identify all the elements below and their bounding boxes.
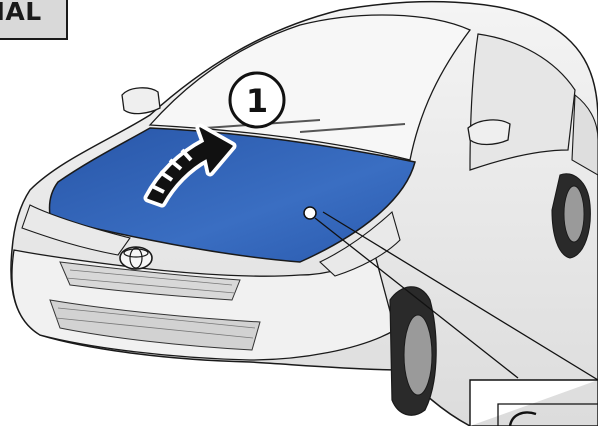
left-headlight [21,204,131,256]
callout-inner-box [497,403,598,426]
callout-leader [314,211,598,381]
corner-tag-text: NAL [0,0,42,26]
left-mirror [121,87,161,115]
callout-inner-circle [508,411,537,427]
emblem [119,246,153,270]
step-marker-circle [228,71,286,129]
right-mirror [467,119,511,146]
wiper-right [299,123,406,133]
windshield [148,14,472,161]
rear-window [571,93,598,176]
callout-box [469,379,598,426]
callout-anchor-dot [303,206,317,220]
step-marker-number: 1 [246,82,268,120]
right-headlight [319,210,401,277]
hood-open-arrow-icon [143,123,237,208]
corner-tag-box: NAL [0,0,68,40]
upper-grille [59,261,241,301]
